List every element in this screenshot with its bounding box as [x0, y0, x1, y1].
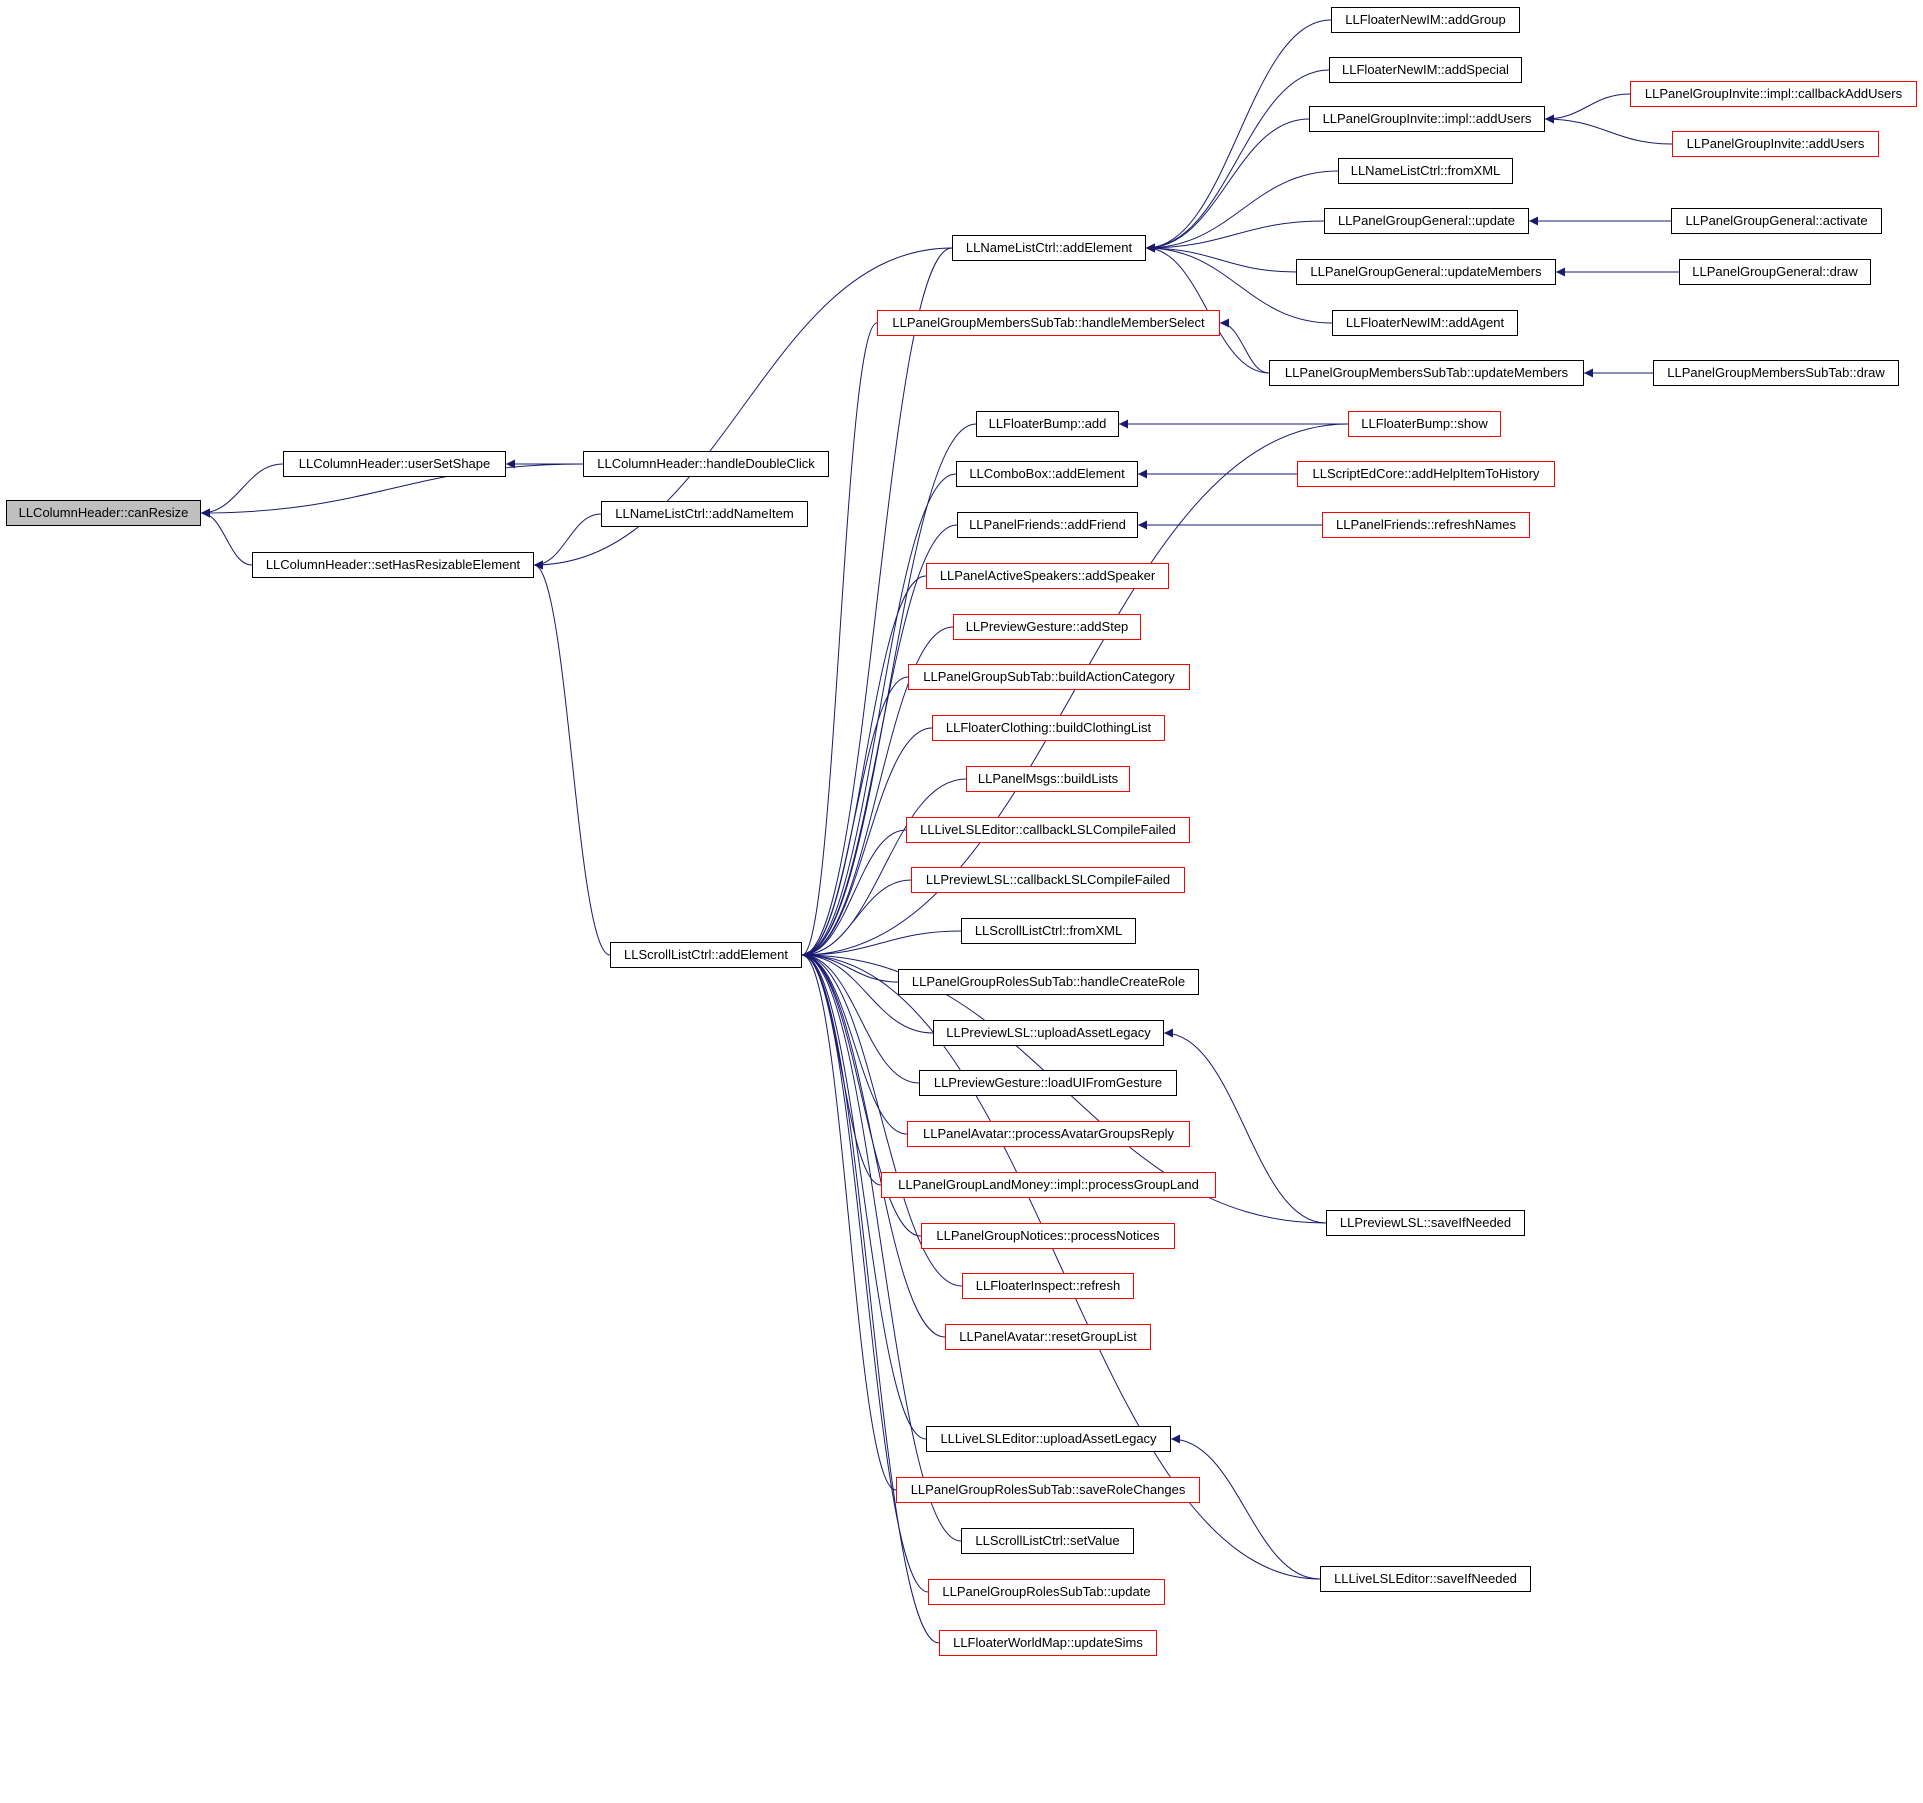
- node-pgr-create[interactable]: LLPanelGroupRolesSubTab::handleCreateRol…: [898, 969, 1199, 995]
- node-pf-refresh[interactable]: LLPanelFriends::refreshNames: [1322, 512, 1530, 538]
- edge-nlcAddElement-fnAddSpecial: [1145, 69, 1330, 253]
- node-pgs-build[interactable]: LLPanelGroupSubTab::buildActionCategory: [908, 664, 1190, 690]
- node-nlc-from-x-m-l[interactable]: LLNameListCtrl::fromXML: [1338, 158, 1513, 184]
- node-fi-refresh[interactable]: LLFloaterInspect::refresh: [962, 1273, 1134, 1299]
- node-pgi-add-users2[interactable]: LLPanelGroupInvite::addUsers: [1672, 131, 1879, 157]
- edge-slcAddElement-pasAdd: [801, 575, 927, 960]
- node-pgi-callback[interactable]: LLPanelGroupInvite::impl::callbackAddUse…: [1630, 81, 1917, 107]
- edge-canResize-userSetShape: [200, 463, 284, 518]
- node-pl-compile[interactable]: LLPreviewLSL::callbackLSLCompileFailed: [911, 867, 1185, 893]
- node-fn-add-agent[interactable]: LLFloaterNewIM::addAgent: [1332, 310, 1518, 336]
- edge-setHasResizable-nlcAddElement: [533, 247, 953, 570]
- node-slc-from-x-m-l[interactable]: LLScrollListCtrl::fromXML: [961, 918, 1136, 944]
- edge-nlcAddElement-nlcFromXML: [1145, 170, 1339, 253]
- edge-slcAddElement-pfAddFriend: [801, 524, 958, 960]
- node-pgg-update[interactable]: LLPanelGroupGeneral::update: [1324, 208, 1529, 234]
- node-pg-load[interactable]: LLPreviewGesture::loadUIFromGesture: [919, 1070, 1177, 1096]
- edge-slcAddElement-pgLoad: [801, 950, 920, 1084]
- node-pg-add-step[interactable]: LLPreviewGesture::addStep: [953, 614, 1141, 640]
- node-sed-help[interactable]: LLScriptEdCore::addHelpItemToHistory: [1297, 461, 1555, 487]
- node-lle-compile[interactable]: LLLiveLSLEditor::callbackLSLCompileFaile…: [906, 817, 1190, 843]
- node-fn-add-group[interactable]: LLFloaterNewIM::addGroup: [1331, 7, 1520, 33]
- edge-slcAddElement-plCompile: [801, 879, 912, 960]
- node-fb-show[interactable]: LLFloaterBump::show: [1348, 411, 1501, 437]
- edge-slcAddElement-slcSetValue: [801, 950, 962, 1542]
- node-fn-add-special[interactable]: LLFloaterNewIM::addSpecial: [1329, 57, 1522, 83]
- node-pgr-update[interactable]: LLPanelGroupRolesSubTab::update: [928, 1579, 1165, 1605]
- node-fwm-update[interactable]: LLFloaterWorldMap::updateSims: [939, 1630, 1157, 1656]
- node-user-set-shape[interactable]: LLColumnHeader::userSetShape: [283, 451, 506, 477]
- edge-slcAddElement-pgrSave: [801, 950, 897, 1491]
- edge-nlcAddElement-pggUpdate: [1145, 220, 1325, 253]
- node-pgg-activate[interactable]: LLPanelGroupGeneral::activate: [1671, 208, 1882, 234]
- node-handle-double-click[interactable]: LLColumnHeader::handleDoubleClick: [583, 451, 829, 477]
- node-lle-save[interactable]: LLLiveLSLEditor::saveIfNeeded: [1320, 1566, 1531, 1592]
- node-pglm-process[interactable]: LLPanelGroupLandMoney::impl::processGrou…: [881, 1172, 1216, 1198]
- edge-canResize-handleDoubleClick: [200, 463, 584, 518]
- edge-pgiAddUsers-pgiAddUsers2: [1544, 114, 1673, 145]
- edge-nlcAddElement-fnAddAgent: [1145, 243, 1333, 324]
- edge-slcAddElement-cbAdd: [801, 473, 957, 960]
- edge-slcAddElement-pgmHandle: [801, 322, 878, 960]
- node-pm-build[interactable]: LLPanelMsgs::buildLists: [966, 766, 1130, 792]
- node-pgg-update-members[interactable]: LLPanelGroupGeneral::updateMembers: [1296, 259, 1556, 285]
- node-slc-add-element[interactable]: LLScrollListCtrl::addElement: [610, 942, 802, 968]
- edge-canResize-setHasResizable: [200, 508, 253, 566]
- node-slc-set-value[interactable]: LLScrollListCtrl::setValue: [961, 1528, 1134, 1554]
- node-pl-upload[interactable]: LLPreviewLSL::uploadAssetLegacy: [933, 1020, 1164, 1046]
- node-pl-save[interactable]: LLPreviewLSL::saveIfNeeded: [1326, 1210, 1525, 1236]
- edge-slcAddElement-lleSave: [801, 950, 1321, 1580]
- node-nlc-add-element[interactable]: LLNameListCtrl::addElement: [952, 235, 1146, 261]
- edge-slcAddElement-paProcess: [801, 950, 908, 1135]
- edge-setHasResizable-slcAddElement: [533, 560, 611, 956]
- edge-slcAddElement-lleCompile: [801, 829, 907, 960]
- node-pgi-add-users[interactable]: LLPanelGroupInvite::impl::addUsers: [1309, 106, 1545, 132]
- edge-slcAddElement-pgsBuild: [801, 676, 909, 960]
- edge-slcAddElement-pgrUpdate: [801, 950, 929, 1593]
- node-add-name-item[interactable]: LLNameListCtrl::addNameItem: [601, 501, 808, 527]
- node-cb-add[interactable]: LLComboBox::addElement: [956, 461, 1138, 487]
- node-pgm-update[interactable]: LLPanelGroupMembersSubTab::updateMembers: [1269, 360, 1584, 386]
- node-can-resize[interactable]: LLColumnHeader::canResize: [6, 500, 201, 526]
- edge-slcAddElement-lleUpload: [801, 950, 927, 1440]
- node-fb-add[interactable]: LLFloaterBump::add: [976, 411, 1119, 437]
- edge-slcAddElement-fwmUpdate: [801, 950, 940, 1644]
- node-set-has-resizable[interactable]: LLColumnHeader::setHasResizableElement: [252, 552, 534, 578]
- edge-slcAddElement-fcBuild: [801, 727, 933, 960]
- edge-setHasResizable-addNameItem: [533, 513, 602, 570]
- edge-pgiAddUsers-pgiCallback: [1544, 93, 1631, 124]
- node-pgg-draw[interactable]: LLPanelGroupGeneral::draw: [1679, 259, 1871, 285]
- edge-slcAddElement-plUpload: [801, 950, 934, 1034]
- node-pgm-handle[interactable]: LLPanelGroupMembersSubTab::handleMemberS…: [877, 310, 1220, 336]
- node-pgn-process[interactable]: LLPanelGroupNotices::processNotices: [921, 1223, 1175, 1249]
- node-pas-add[interactable]: LLPanelActiveSpeakers::addSpeaker: [926, 563, 1169, 589]
- edge-nlcAddElement-fnAddGroup: [1145, 19, 1332, 253]
- node-pa-reset[interactable]: LLPanelAvatar::resetGroupList: [945, 1324, 1151, 1350]
- edge-nlcAddElement-pgiAddUsers: [1145, 118, 1310, 253]
- edge-nlcAddElement-pggUpdateMembers: [1145, 243, 1297, 273]
- node-pgm-draw[interactable]: LLPanelGroupMembersSubTab::draw: [1653, 360, 1899, 386]
- node-pa-process[interactable]: LLPanelAvatar::processAvatarGroupsReply: [907, 1121, 1190, 1147]
- edge-slcAddElement-slcFromXML: [801, 930, 962, 960]
- edge-slcAddElement-pgnProcess: [801, 950, 922, 1237]
- edge-slcAddElement-paReset: [801, 950, 946, 1338]
- edge-slcAddElement-nlcAddElement: [801, 247, 953, 960]
- edge-lleUpload-lleSave: [1170, 1434, 1321, 1580]
- edge-plUpload-plSave: [1163, 1028, 1327, 1224]
- node-lle-upload[interactable]: LLLiveLSLEditor::uploadAssetLegacy: [926, 1426, 1171, 1452]
- node-pf-add-friend[interactable]: LLPanelFriends::addFriend: [957, 512, 1138, 538]
- node-pgr-save[interactable]: LLPanelGroupRolesSubTab::saveRoleChanges: [896, 1477, 1200, 1503]
- node-fc-build[interactable]: LLFloaterClothing::buildClothingList: [932, 715, 1165, 741]
- edge-pgmHandle-pgmUpdate: [1219, 318, 1270, 374]
- edge-slcAddElement-fiRefresh: [801, 950, 963, 1287]
